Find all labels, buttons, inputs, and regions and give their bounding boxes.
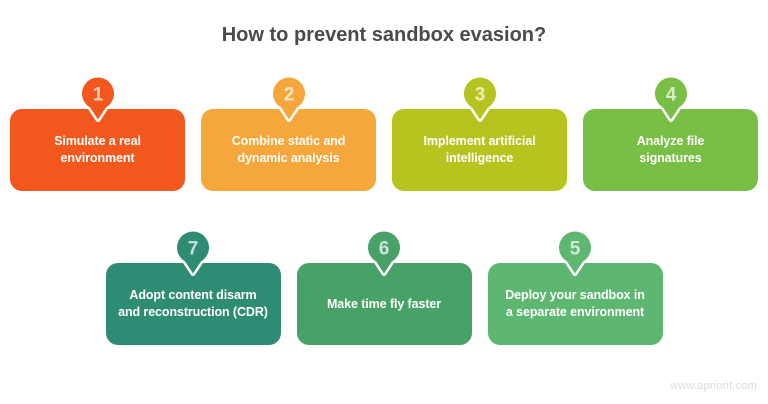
location-pin-icon: 2: [270, 75, 307, 122]
step-1: 1 Simulate a real environment: [10, 74, 185, 191]
steps-row-bottom: 7 Adopt content disarm and reconstructio…: [0, 228, 768, 345]
step-label: Analyze file signatures: [636, 134, 705, 165]
steps-row-top: 1 Simulate a real environment 2 Combine …: [0, 74, 768, 191]
step-box: Implement artificial intelligence: [392, 109, 567, 191]
step-number: 2: [283, 85, 294, 106]
step-5: 5 Deploy your sandbox in a separate envi…: [487, 228, 663, 345]
step-number: 1: [92, 85, 103, 106]
step-4: 4 Analyze file signatures: [583, 74, 758, 191]
step-label: Deploy your sandbox in a separate enviro…: [505, 288, 645, 319]
step-label: Implement artificial intelligence: [423, 134, 536, 165]
website-url: www.apriorit.com: [670, 380, 757, 392]
step-number: 5: [570, 239, 581, 260]
step-label: Simulate a real environment: [54, 134, 141, 165]
step-box: Combine static and dynamic analysis: [201, 109, 376, 191]
location-pin-icon: 3: [461, 75, 498, 122]
step-number: 6: [379, 239, 390, 260]
location-pin-icon: 7: [174, 229, 212, 276]
step-label: Make time fly faster: [326, 296, 442, 311]
step-box: Simulate a real environment: [10, 109, 185, 191]
step-6: 6 Make time fly faster: [296, 228, 472, 345]
step-2: 2 Combine static and dynamic analysis: [201, 74, 376, 191]
step-number: 3: [474, 85, 485, 106]
step-label: Combine static and dynamic analysis: [231, 134, 346, 165]
infographic-title: How to prevent sandbox evasion?: [221, 24, 547, 46]
location-pin-icon: 4: [652, 75, 689, 122]
location-pin-icon: 1: [79, 75, 116, 122]
step-number: 7: [188, 239, 199, 260]
location-pin-icon: 6: [365, 229, 403, 276]
location-pin-icon: 5: [556, 229, 594, 276]
step-box: Deploy your sandbox in a separate enviro…: [487, 263, 663, 345]
step-number: 4: [665, 85, 676, 106]
step-box: Make time fly faster: [296, 263, 472, 345]
step-7: 7 Adopt content disarm and reconstructio…: [105, 228, 281, 345]
step-label: Adopt content disarm and reconstruction …: [118, 288, 268, 319]
step-box: Adopt content disarm and reconstruction …: [105, 263, 281, 345]
step-3: 3 Implement artificial intelligence: [392, 74, 567, 191]
step-box: Analyze file signatures: [583, 109, 758, 191]
